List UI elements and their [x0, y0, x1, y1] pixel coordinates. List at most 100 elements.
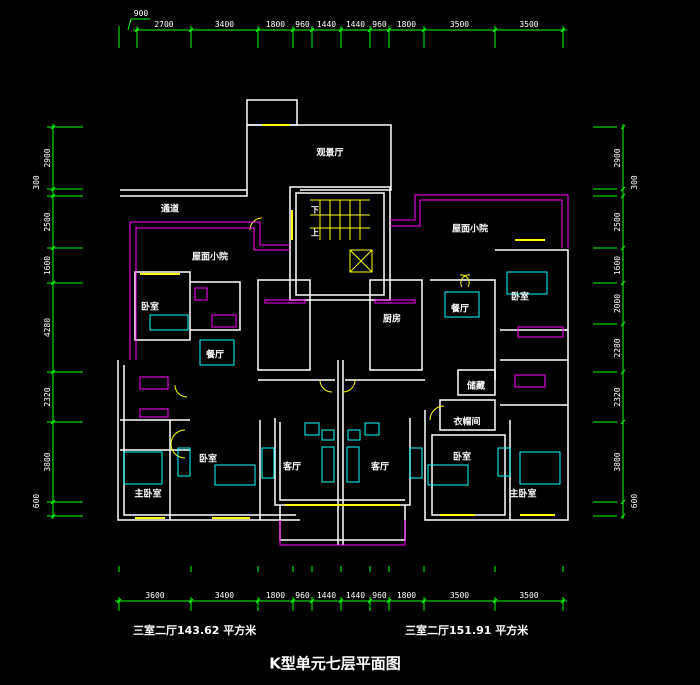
room-label-bedroom-right-top: 卧室: [510, 292, 530, 303]
dim-right-value: 2500: [613, 212, 622, 231]
dim-right-value: 1600: [613, 256, 622, 275]
walls: [117, 99, 569, 545]
room-label-dining-right: 餐厅: [450, 304, 470, 315]
room-label-roof-yard-left: 屋面小院: [191, 252, 229, 263]
dim-top-tick-mark: [560, 27, 566, 33]
dim-bottom-value: 1800: [397, 591, 416, 600]
dim-right-tick-mark: [620, 186, 626, 192]
dim-bottom-tick-mark: [421, 598, 427, 604]
dim-bottom-tick-mark: [386, 598, 392, 604]
dim-top-offset-leader: [127, 18, 150, 31]
dim-left-tick-mark: [50, 280, 56, 286]
dim-right-value: 2320: [613, 387, 622, 406]
room-label-dining-left: 餐厅: [205, 350, 225, 361]
room-label-passage: 通道: [160, 204, 180, 215]
dim-top-tick-mark: [255, 27, 261, 33]
dim-left-value: 4280: [43, 318, 52, 337]
dim-top-value: 1800: [397, 20, 416, 29]
dim-left-value: 2500: [43, 212, 52, 231]
room-label-living-left: 客厅: [282, 462, 302, 473]
dim-right-value: 2000: [613, 294, 622, 313]
dim-top-tick-mark: [188, 27, 194, 33]
dim-right-tick-mark: [620, 245, 626, 251]
dim-right-value: 300: [630, 175, 639, 190]
stair-up-label: 上: [311, 228, 319, 238]
dim-bottom-tick-mark: [188, 598, 194, 604]
room-label-bedroom-right: 卧室: [452, 452, 472, 463]
room-label-storage: 储藏: [466, 381, 486, 392]
dim-left-tick-mark: [50, 369, 56, 375]
roof-yard-outlines: [129, 194, 569, 546]
dim-top-tick-mark: [367, 27, 373, 33]
dim-right-tick-mark: [620, 419, 626, 425]
drawing-title: K型单元七层平面图: [269, 654, 401, 673]
room-label-viewing-hall: 观景厅: [316, 148, 344, 159]
dim-top-value: 2700: [154, 20, 173, 29]
dim-bottom-tick-mark: [255, 598, 261, 604]
dim-left-value: 1600: [43, 256, 52, 275]
dim-right-tick-mark: [620, 369, 626, 375]
room-label-master-bedroom-right: 主卧室: [509, 489, 537, 500]
dim-bottom-value: 3500: [519, 591, 538, 600]
dim-top-value: 3400: [215, 20, 234, 29]
dim-top-tick-mark: [290, 27, 296, 33]
dim-bottom-value: 960: [372, 591, 387, 600]
dim-left-tick-mark: [50, 193, 56, 199]
dim-right-value: 2900: [613, 148, 622, 167]
dim-right-value: 2280: [613, 338, 622, 357]
dim-bottom-value: 1800: [266, 591, 285, 600]
furniture: [123, 271, 561, 486]
dim-bottom-tick-mark: [290, 598, 296, 604]
dim-bottom-tick-mark: [560, 598, 566, 604]
dim-top-tick-mark: [338, 27, 344, 33]
dim-bottom-value: 960: [295, 591, 310, 600]
dim-top-tick-mark: [492, 27, 498, 33]
dim-right-tick-mark: [620, 499, 626, 505]
dim-bottom-tick-mark: [116, 598, 122, 604]
dim-top-value: 960: [372, 20, 387, 29]
dim-top-value: 1800: [266, 20, 285, 29]
dim-left-tick-mark: [50, 499, 56, 505]
dim-left-value: 2900: [43, 148, 52, 167]
dim-right-tick-mark: [620, 321, 626, 327]
dim-right-tick-mark: [620, 124, 626, 130]
dim-top-value: 1440: [346, 20, 365, 29]
dim-bottom-tick-mark: [367, 598, 373, 604]
dim-top-tick-mark: [421, 27, 427, 33]
dim-right-tick-mark: [620, 193, 626, 199]
dim-top-value: 3500: [519, 20, 538, 29]
room-label-master-bedroom-left: 主卧室: [134, 489, 162, 500]
room-label-roof-yard-right: 屋面小院: [451, 224, 489, 235]
dim-bottom-tick-mark: [309, 598, 315, 604]
dim-top-value: 960: [295, 20, 310, 29]
fixtures: [139, 287, 564, 418]
dim-bottom-value: 3600: [145, 591, 164, 600]
room-label-living-right: 客厅: [370, 462, 390, 473]
room-label-kitchen: 厨房: [382, 314, 402, 325]
dimension-lines: 2700 3400 1800 960 1440 1440 960 1800 3500 3500 90…: [32, 9, 639, 611]
dim-left-value: 3800: [43, 452, 52, 471]
dim-left-value: 300: [32, 175, 41, 190]
dim-left-tick-mark: [50, 186, 56, 192]
unit-area-left: 三室二厅143.62 平方米: [133, 624, 257, 637]
unit-area-right: 三室二厅151.91 平方米: [405, 624, 529, 637]
dim-left-tick-mark: [50, 419, 56, 425]
dim-bottom-tick-mark: [338, 598, 344, 604]
dim-left-tick-mark: [50, 245, 56, 251]
dim-right-value: 600: [630, 494, 639, 509]
dim-top-tick-mark: [134, 27, 140, 33]
room-label-bedroom-left: 卧室: [198, 454, 218, 465]
dim-right-tick-mark: [620, 513, 626, 519]
dim-right-value: 3800: [613, 452, 622, 471]
dim-top-value: 3500: [450, 20, 469, 29]
stair-down-label: 下: [311, 205, 319, 215]
dim-top-offset-value: 900: [134, 9, 149, 18]
room-label-walkin-closet: 衣帽间: [453, 417, 481, 428]
dim-bottom-value: 1440: [317, 591, 336, 600]
dim-top-value: 1440: [317, 20, 336, 29]
dim-top-tick-mark: [309, 27, 315, 33]
dim-left-value: 2320: [43, 387, 52, 406]
dim-left-tick-mark: [50, 513, 56, 519]
dim-bottom-value: 3500: [450, 591, 469, 600]
